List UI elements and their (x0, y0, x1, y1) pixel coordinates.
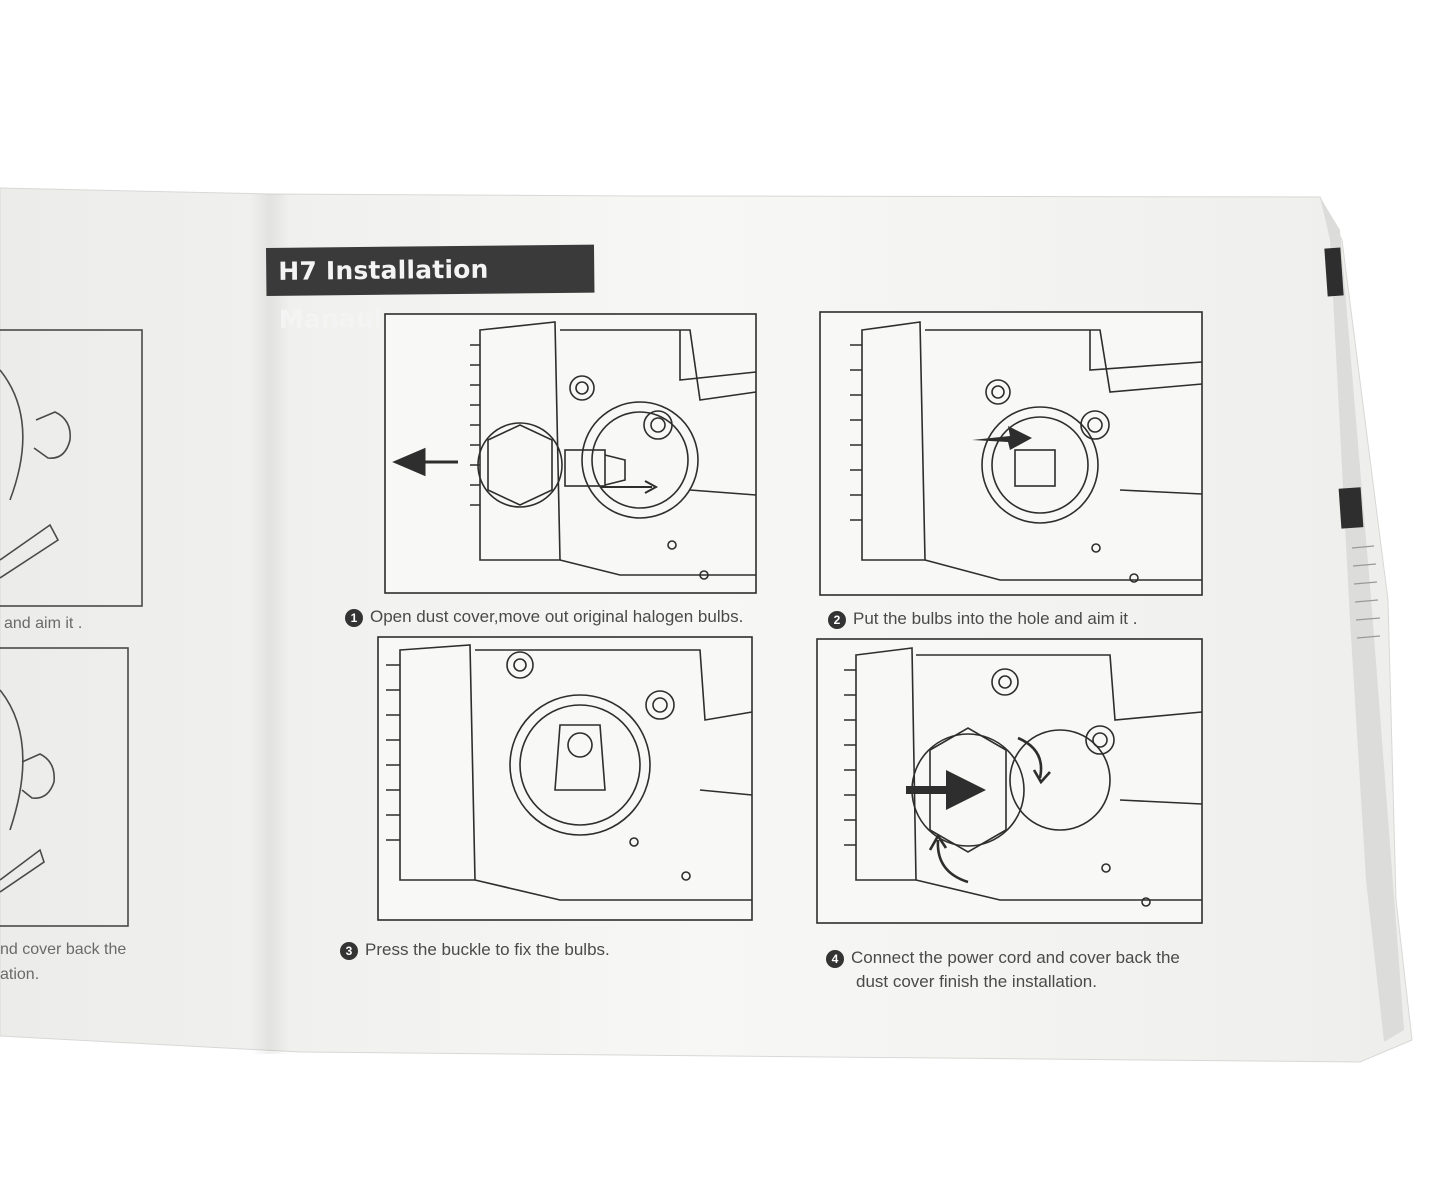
edge-tab-1 (1324, 247, 1344, 297)
step-2-caption: 2 Put the bulbs into the hole and aim it … (828, 607, 1137, 631)
step-2-number: 2 (828, 611, 846, 629)
step-1-caption: 1 Open dust cover,move out original halog… (345, 605, 743, 629)
diagram-step-1 (384, 313, 757, 594)
arrow-insert (972, 426, 1032, 450)
arrow-right-small (600, 480, 659, 494)
step-3-number: 3 (340, 942, 358, 960)
step-1-number: 1 (345, 609, 363, 627)
arrow-left (392, 447, 458, 477)
diagram-step-2 (819, 311, 1203, 596)
step-4-number: 4 (826, 950, 844, 968)
page-fold (250, 194, 290, 1054)
diagram-step-3 (377, 636, 753, 921)
step-1-text: Open dust cover,move out original haloge… (370, 607, 744, 626)
left-page-fragment-3: ation. (0, 966, 40, 983)
step-2-text: Put the bulbs into the hole and aim it . (853, 609, 1138, 628)
left-page-diagrams (0, 329, 143, 927)
step-4-text-line2: dust cover finish the installation. (856, 972, 1097, 991)
step-4-caption: 4 Connect the power cord and cover back t… (826, 946, 1180, 994)
edge-tab-2 (1338, 487, 1364, 529)
step-4-text-line1: Connect the power cord and cover back th… (851, 948, 1180, 967)
diagram-step-4 (816, 638, 1203, 924)
left-page-fragment-1: and aim it . (4, 615, 83, 632)
arrow-rotate-bottom (928, 833, 969, 884)
arrow-push-dust-cover (906, 770, 986, 810)
left-page-fragment-2: nd cover back the (0, 941, 127, 958)
step-3-caption: 3 Press the buckle to fix the bulbs. (340, 938, 610, 962)
manual-title: H7 Installation Manaul (266, 244, 595, 334)
step-3-text: Press the buckle to fix the bulbs. (365, 940, 610, 959)
arrow-rotate-top (1017, 736, 1051, 785)
